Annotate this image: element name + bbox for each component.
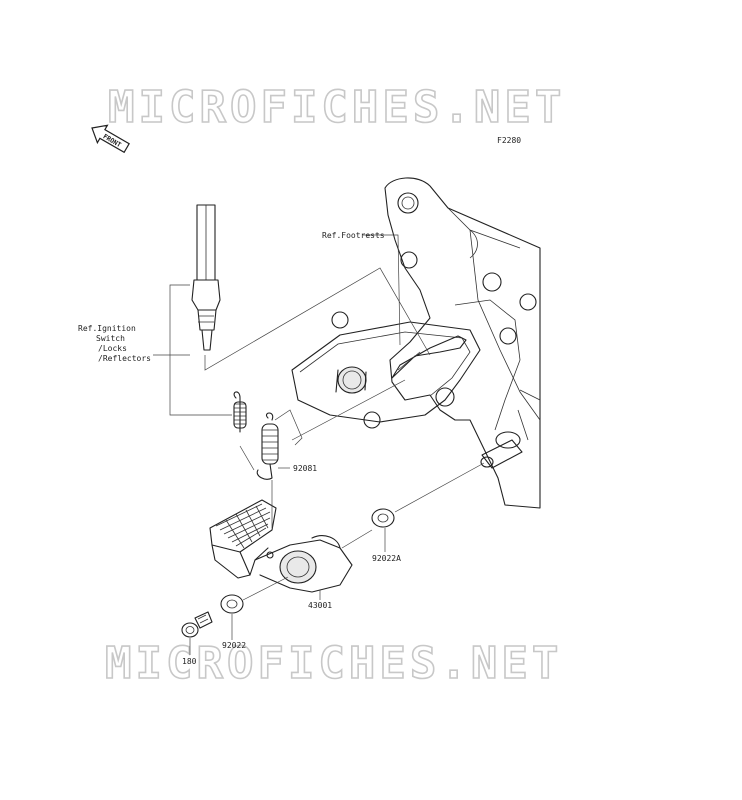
watermark-top: MICROFICHES.NET bbox=[108, 82, 565, 133]
brake-pedal-43001 bbox=[209, 499, 353, 593]
ref-footrests-label: Ref.Footrests bbox=[322, 231, 385, 240]
part-label-180: 180 bbox=[182, 657, 197, 666]
part-label-43001: 43001 bbox=[308, 601, 332, 610]
pivot-pin bbox=[480, 439, 523, 469]
ref-ignition-line-1: Ref.Ignition bbox=[78, 324, 136, 333]
assembly-lines bbox=[153, 234, 485, 655]
part-label-92022: 92022 bbox=[222, 641, 246, 650]
figure-code: F2280 bbox=[497, 136, 521, 145]
ref-ignition-label: Ref.Ignition Switch /Locks /Reflectors bbox=[78, 324, 151, 363]
ref-ignition-line-3: /Locks bbox=[98, 344, 127, 353]
spring-92081 bbox=[256, 412, 279, 480]
switch-spring bbox=[233, 391, 247, 433]
washer-92022A bbox=[371, 508, 395, 528]
brake-switch bbox=[191, 204, 221, 351]
watermark-bottom: MICROFICHES.NET bbox=[105, 638, 562, 689]
ref-ignition-line-4: /Reflectors bbox=[98, 354, 151, 363]
footrest-frame bbox=[384, 177, 541, 509]
part-label-92081: 92081 bbox=[293, 464, 317, 473]
ref-ignition-line-2: Switch bbox=[96, 334, 125, 343]
footrest-plate bbox=[291, 311, 481, 429]
bolt-180 bbox=[181, 611, 213, 638]
part-label-92022A: 92022A bbox=[372, 554, 401, 563]
washer-92022 bbox=[220, 594, 244, 614]
